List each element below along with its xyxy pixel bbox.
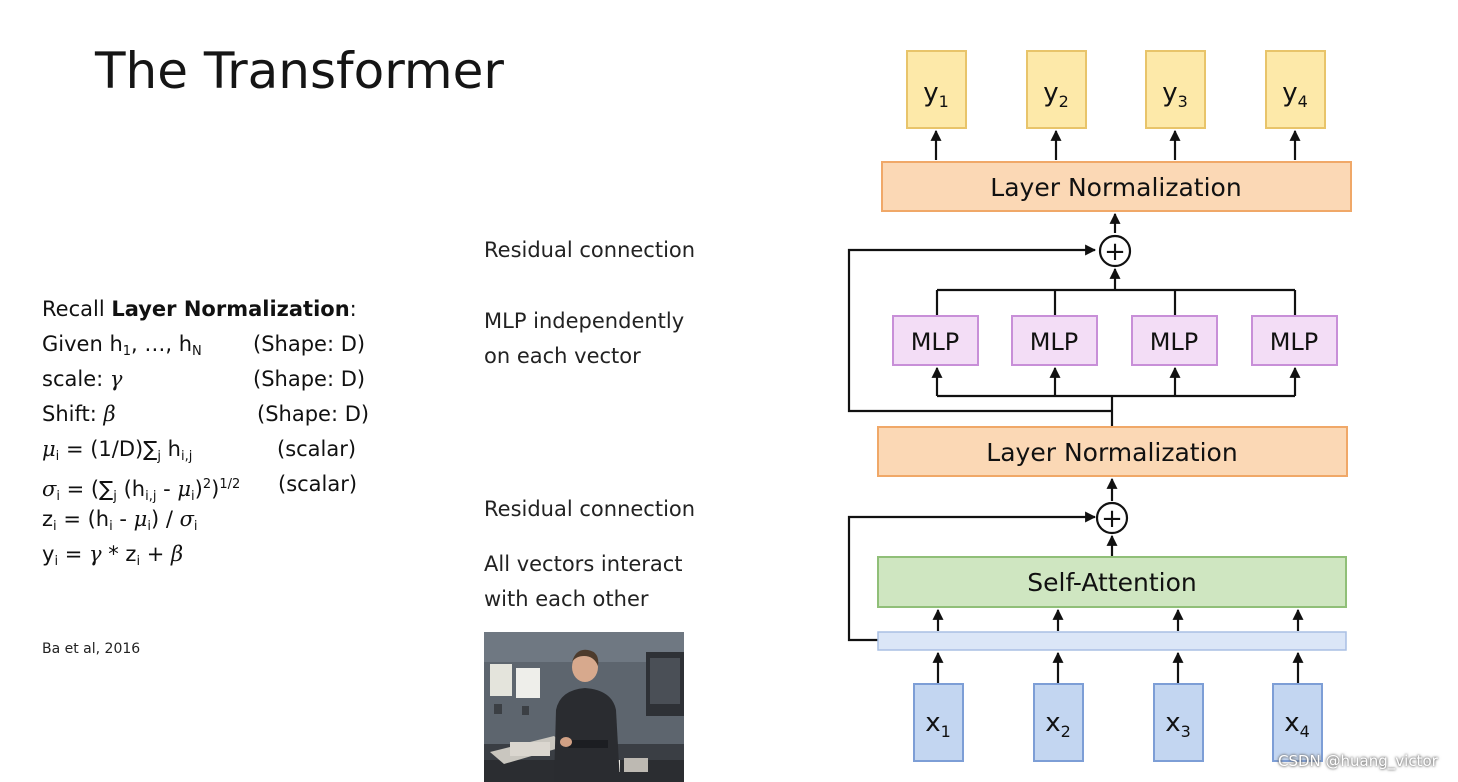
output-y3: y3 [1145,50,1206,129]
input-arrows [932,651,1304,683]
residual-path-bottom [847,511,1097,642]
svg-text:x4: x4 [1284,708,1310,741]
layer-norm-top-label: Layer Normalization [990,173,1241,202]
svg-text:+: + [1104,237,1126,267]
note-vectors: All vectors interact with each other [484,547,683,617]
slide-title: The Transformer [95,42,504,100]
mlp-input-bus [931,366,1301,426]
input-x2: x2 [1033,683,1084,762]
input-boxes: x1 x2 x3 x4 [913,683,1323,762]
mlp-boxes: MLP MLP MLP MLP [892,315,1338,366]
output-boxes: y1 y2 y3 y4 [906,50,1326,129]
layer-norm-bottom-label: Layer Normalization [986,438,1237,467]
note-residual-bottom: Residual connection [484,497,696,521]
svg-text:x1: x1 [925,708,951,741]
input-embedding-bar [877,631,1347,651]
mlp-block-4: MLP [1251,315,1338,366]
svg-text:+: + [1101,504,1123,534]
note-vectors-line2: with each other [484,587,649,611]
svg-text:MLP: MLP [1270,328,1319,356]
residual-add-top: + [1098,234,1132,268]
output-arrows [930,129,1301,160]
mlp-block-1: MLP [892,315,979,366]
output-y4: y4 [1265,50,1326,129]
svg-text:MLP: MLP [1030,328,1079,356]
input-x3: x3 [1153,683,1204,762]
input-x4: x4 [1272,683,1323,762]
note-residual-top: Residual connection [484,238,696,262]
citation: Ba et al, 2016 [42,641,141,657]
note-mlp-line1: MLP independently [484,309,685,333]
given-shape: (Shape: D) [253,332,366,356]
layer-norm-top-block: Layer Normalization [881,161,1352,212]
svg-text:x2: x2 [1045,708,1071,741]
output-y2: y2 [1026,50,1087,129]
note-vectors-line1: All vectors interact [484,552,683,576]
input-x1: x1 [913,683,964,762]
svg-text:y4: y4 [1282,78,1308,111]
recall-intro-suffix: : [349,297,357,321]
self-attention-block: Self-Attention [877,556,1347,608]
mean-scalar: (scalar) [277,437,357,461]
svg-text:y3: y3 [1162,78,1188,111]
bar-to-attention-arrows [932,608,1304,631]
mlp-block-3: MLP [1131,315,1218,366]
svg-text:x3: x3 [1165,708,1191,741]
svg-text:MLP: MLP [911,328,960,356]
svg-text:y1: y1 [923,78,949,111]
watermark: CSDN @huang_victor [1278,752,1438,770]
layer-norm-bottom-block: Layer Normalization [877,426,1348,477]
svg-text:y2: y2 [1043,78,1069,111]
recall-intro-bold: Layer Normalization [111,297,350,321]
note-mlp-line2: on each vector [484,344,641,368]
output-y1: y1 [906,50,967,129]
svg-text:MLP: MLP [1150,328,1199,356]
shift-shape: (Shape: D) [257,402,370,426]
mlp-output-bus [935,267,1297,316]
std-scalar: (scalar) [278,472,358,496]
residual-add-bottom: + [1095,501,1129,535]
speaker-video [484,632,684,782]
scale-shape: (Shape: D) [253,367,366,391]
recall-intro-prefix: Recall [42,297,112,321]
note-mlp: MLP independently on each vector [484,304,684,374]
self-attention-label: Self-Attention [1027,568,1196,597]
mlp-block-2: MLP [1011,315,1098,366]
residual-path-top [847,244,1112,413]
speaker-video-frame [484,632,684,782]
